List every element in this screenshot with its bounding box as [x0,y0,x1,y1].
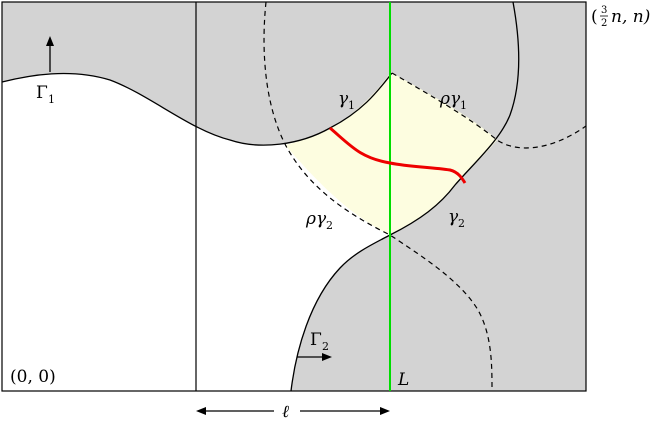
bottom-shaded-region [291,2,586,391]
gamma2-boundary-label: Γ 2 [310,330,329,353]
gamma1-curve-label: γ 1 [338,89,355,112]
line-L-label: L [397,370,409,390]
rho-gamma1-dashed-curve [391,72,587,149]
gamma1-boundary-curve [1,72,393,146]
svg-text:1: 1 [460,99,467,112]
gamma2-normal-arrow [297,353,332,361]
svg-text:1: 1 [348,99,355,112]
rho-gamma1-curve-label: ρ γ 1 [439,89,467,112]
gamma1-boundary-label: Γ 1 [36,83,55,106]
gamma1-normal-arrow [46,36,54,72]
svg-text:(: ( [591,7,598,27]
ell-double-arrow [196,407,390,415]
ell-label: ℓ [282,402,289,422]
svg-text:1: 1 [48,93,55,106]
gamma2-curve-label: γ 2 [448,207,465,230]
outer-frame [1,1,587,392]
gamma2-boundary-curve [290,1,520,392]
svg-text:ρ: ρ [439,89,450,109]
svg-text:γ: γ [338,89,349,109]
crossing-path [329,126,467,184]
svg-text:2: 2 [326,219,333,232]
svg-text:n, n): n, n) [611,7,650,27]
svg-text:γ: γ [316,209,327,229]
top-shaded-region [2,2,586,152]
corner-label-top-right: ( 3 2 n, n) [591,5,650,29]
svg-text:γ: γ [450,89,461,109]
rho-gamma2-curve-label: ρ γ 2 [305,209,333,232]
svg-text:2: 2 [322,340,329,353]
svg-text:2: 2 [458,217,465,230]
svg-text:ρ: ρ [305,209,316,229]
svg-text:3: 3 [601,5,607,16]
corner-label-origin: (0, 0) [10,367,56,387]
svg-text:Γ: Γ [36,83,48,103]
svg-text:2: 2 [601,18,607,29]
svg-text:Γ: Γ [310,330,322,350]
svg-text:γ: γ [448,207,459,227]
